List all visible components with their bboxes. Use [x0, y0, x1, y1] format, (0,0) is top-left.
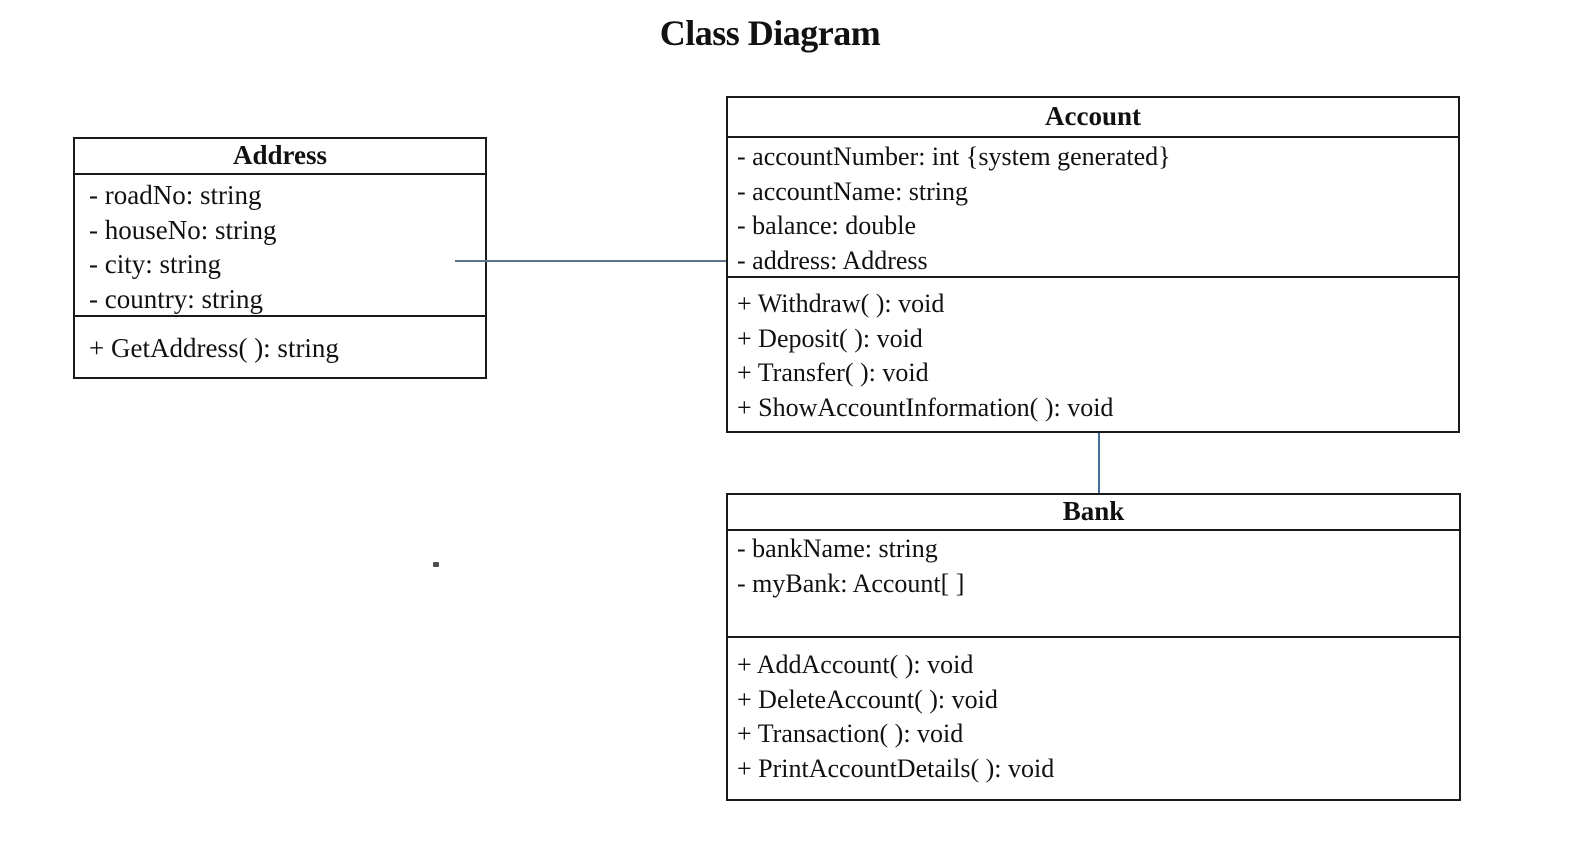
- class-box-address: Address - roadNo: string - houseNo: stri…: [73, 137, 487, 379]
- method-line: + DeleteAccount( ): void: [737, 684, 998, 714]
- attribute-line: - bankName: string: [737, 534, 938, 563]
- address-attributes-compartment: - roadNo: string - houseNo: string - cit…: [75, 175, 485, 317]
- account-attributes-compartment: - accountNumber: int {system generated} …: [728, 138, 1458, 278]
- method-line: + ShowAccountInformation( ): void: [737, 393, 1114, 423]
- method-line: + AddAccount( ): void: [737, 650, 974, 679]
- diagram-title: Class Diagram: [659, 13, 881, 53]
- bank-methods-compartment: + AddAccount( ): void + DeleteAccount( )…: [728, 638, 1459, 799]
- method-line: + Withdraw( ): void: [737, 289, 945, 318]
- attribute-line: - city: string: [89, 249, 221, 280]
- attribute-line: - accountNumber: int {system generated}: [737, 142, 1171, 171]
- association-line-address-account: [455, 260, 726, 262]
- attribute-line: - myBank: Account[ ]: [737, 568, 965, 598]
- class-box-account: Account - accountNumber: int {system gen…: [726, 96, 1460, 433]
- attribute-line: - country: string: [89, 284, 263, 315]
- class-name-bank: Bank: [728, 495, 1459, 531]
- association-line-account-bank: [1098, 433, 1100, 493]
- attribute-line: - balance: double: [737, 211, 917, 241]
- attribute-line: - address: Address: [737, 246, 928, 276]
- method-line: + GetAddress( ): string: [89, 333, 339, 363]
- method-line: + Transfer( ): void: [737, 358, 929, 388]
- stray-dot-artifact: [433, 562, 439, 567]
- address-methods-compartment: + GetAddress( ): string: [75, 317, 485, 377]
- class-name-account: Account: [728, 98, 1458, 138]
- bank-attributes-compartment: - bankName: string - myBank: Account[ ]: [728, 531, 1459, 638]
- attribute-line: - roadNo: string: [89, 180, 262, 210]
- class-name-address: Address: [75, 139, 485, 175]
- method-line: + Transaction( ): void: [737, 719, 964, 749]
- class-box-bank: Bank - bankName: string - myBank: Accoun…: [726, 493, 1461, 801]
- attribute-line: - accountName: string: [737, 176, 969, 206]
- attribute-line: - houseNo: string: [89, 214, 277, 245]
- method-line: + Deposit( ): void: [737, 323, 923, 353]
- method-line: + PrintAccountDetails( ): void: [737, 754, 1055, 784]
- account-methods-compartment: + Withdraw( ): void + Deposit( ): void +…: [728, 278, 1458, 431]
